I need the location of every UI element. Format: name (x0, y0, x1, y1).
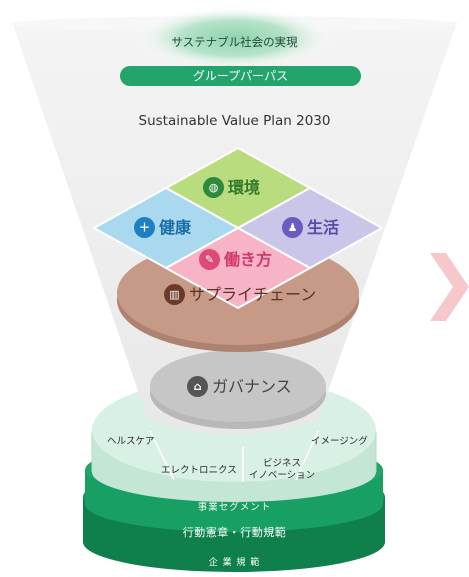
medical-cross-icon: ＋ (134, 217, 155, 238)
work-label: ✎ 働き方 (199, 249, 272, 270)
supply-chain-text: サプライチェーン (189, 284, 317, 304)
family-icon: ♟ (282, 217, 303, 238)
environment-text: 環境 (228, 177, 261, 197)
plan-title: Sustainable Value Plan 2030 (138, 113, 331, 129)
work-diamond (163, 226, 313, 310)
conduct-label: 行動憲章・行動規範 (182, 526, 287, 539)
governance-text: ガバナンス (212, 376, 292, 396)
regulations-label: 企 業 規 範 (208, 558, 261, 568)
segment-electronics: エレクトロニクス (161, 465, 237, 476)
segment-dividers (149, 430, 319, 482)
supply-chain-label: ▥ サプライチェーン (164, 284, 316, 305)
purpose-badge: グループパーパス (120, 66, 361, 86)
governance-label: ⌂ ガバナンス (187, 376, 292, 397)
worker-icon: ✎ (199, 249, 220, 270)
life-label: ♟ 生活 (282, 217, 339, 238)
work-text: 働き方 (224, 249, 273, 269)
goal-label: サステナブル社会の実現 (171, 35, 298, 49)
governance-disc (150, 350, 326, 429)
building-icon: ⌂ (187, 376, 208, 397)
segment-imaging: イメージング (311, 436, 368, 447)
life-text: 生活 (307, 217, 340, 237)
globe-icon: ◍ (203, 177, 224, 198)
health-text: 健康 (159, 217, 192, 237)
business-segments-label: 事業セグメント (197, 502, 272, 513)
factory-icon: ▥ (164, 284, 185, 305)
chevron-accent-icon (430, 253, 469, 321)
health-label: ＋ 健康 (134, 217, 191, 238)
segment-business-innovation: ビジネス イノベーション (248, 458, 316, 481)
segment-health-care: ヘルスケア (107, 436, 155, 447)
goal-glow (134, 6, 334, 70)
environment-label: ◍ 環境 (203, 177, 260, 198)
